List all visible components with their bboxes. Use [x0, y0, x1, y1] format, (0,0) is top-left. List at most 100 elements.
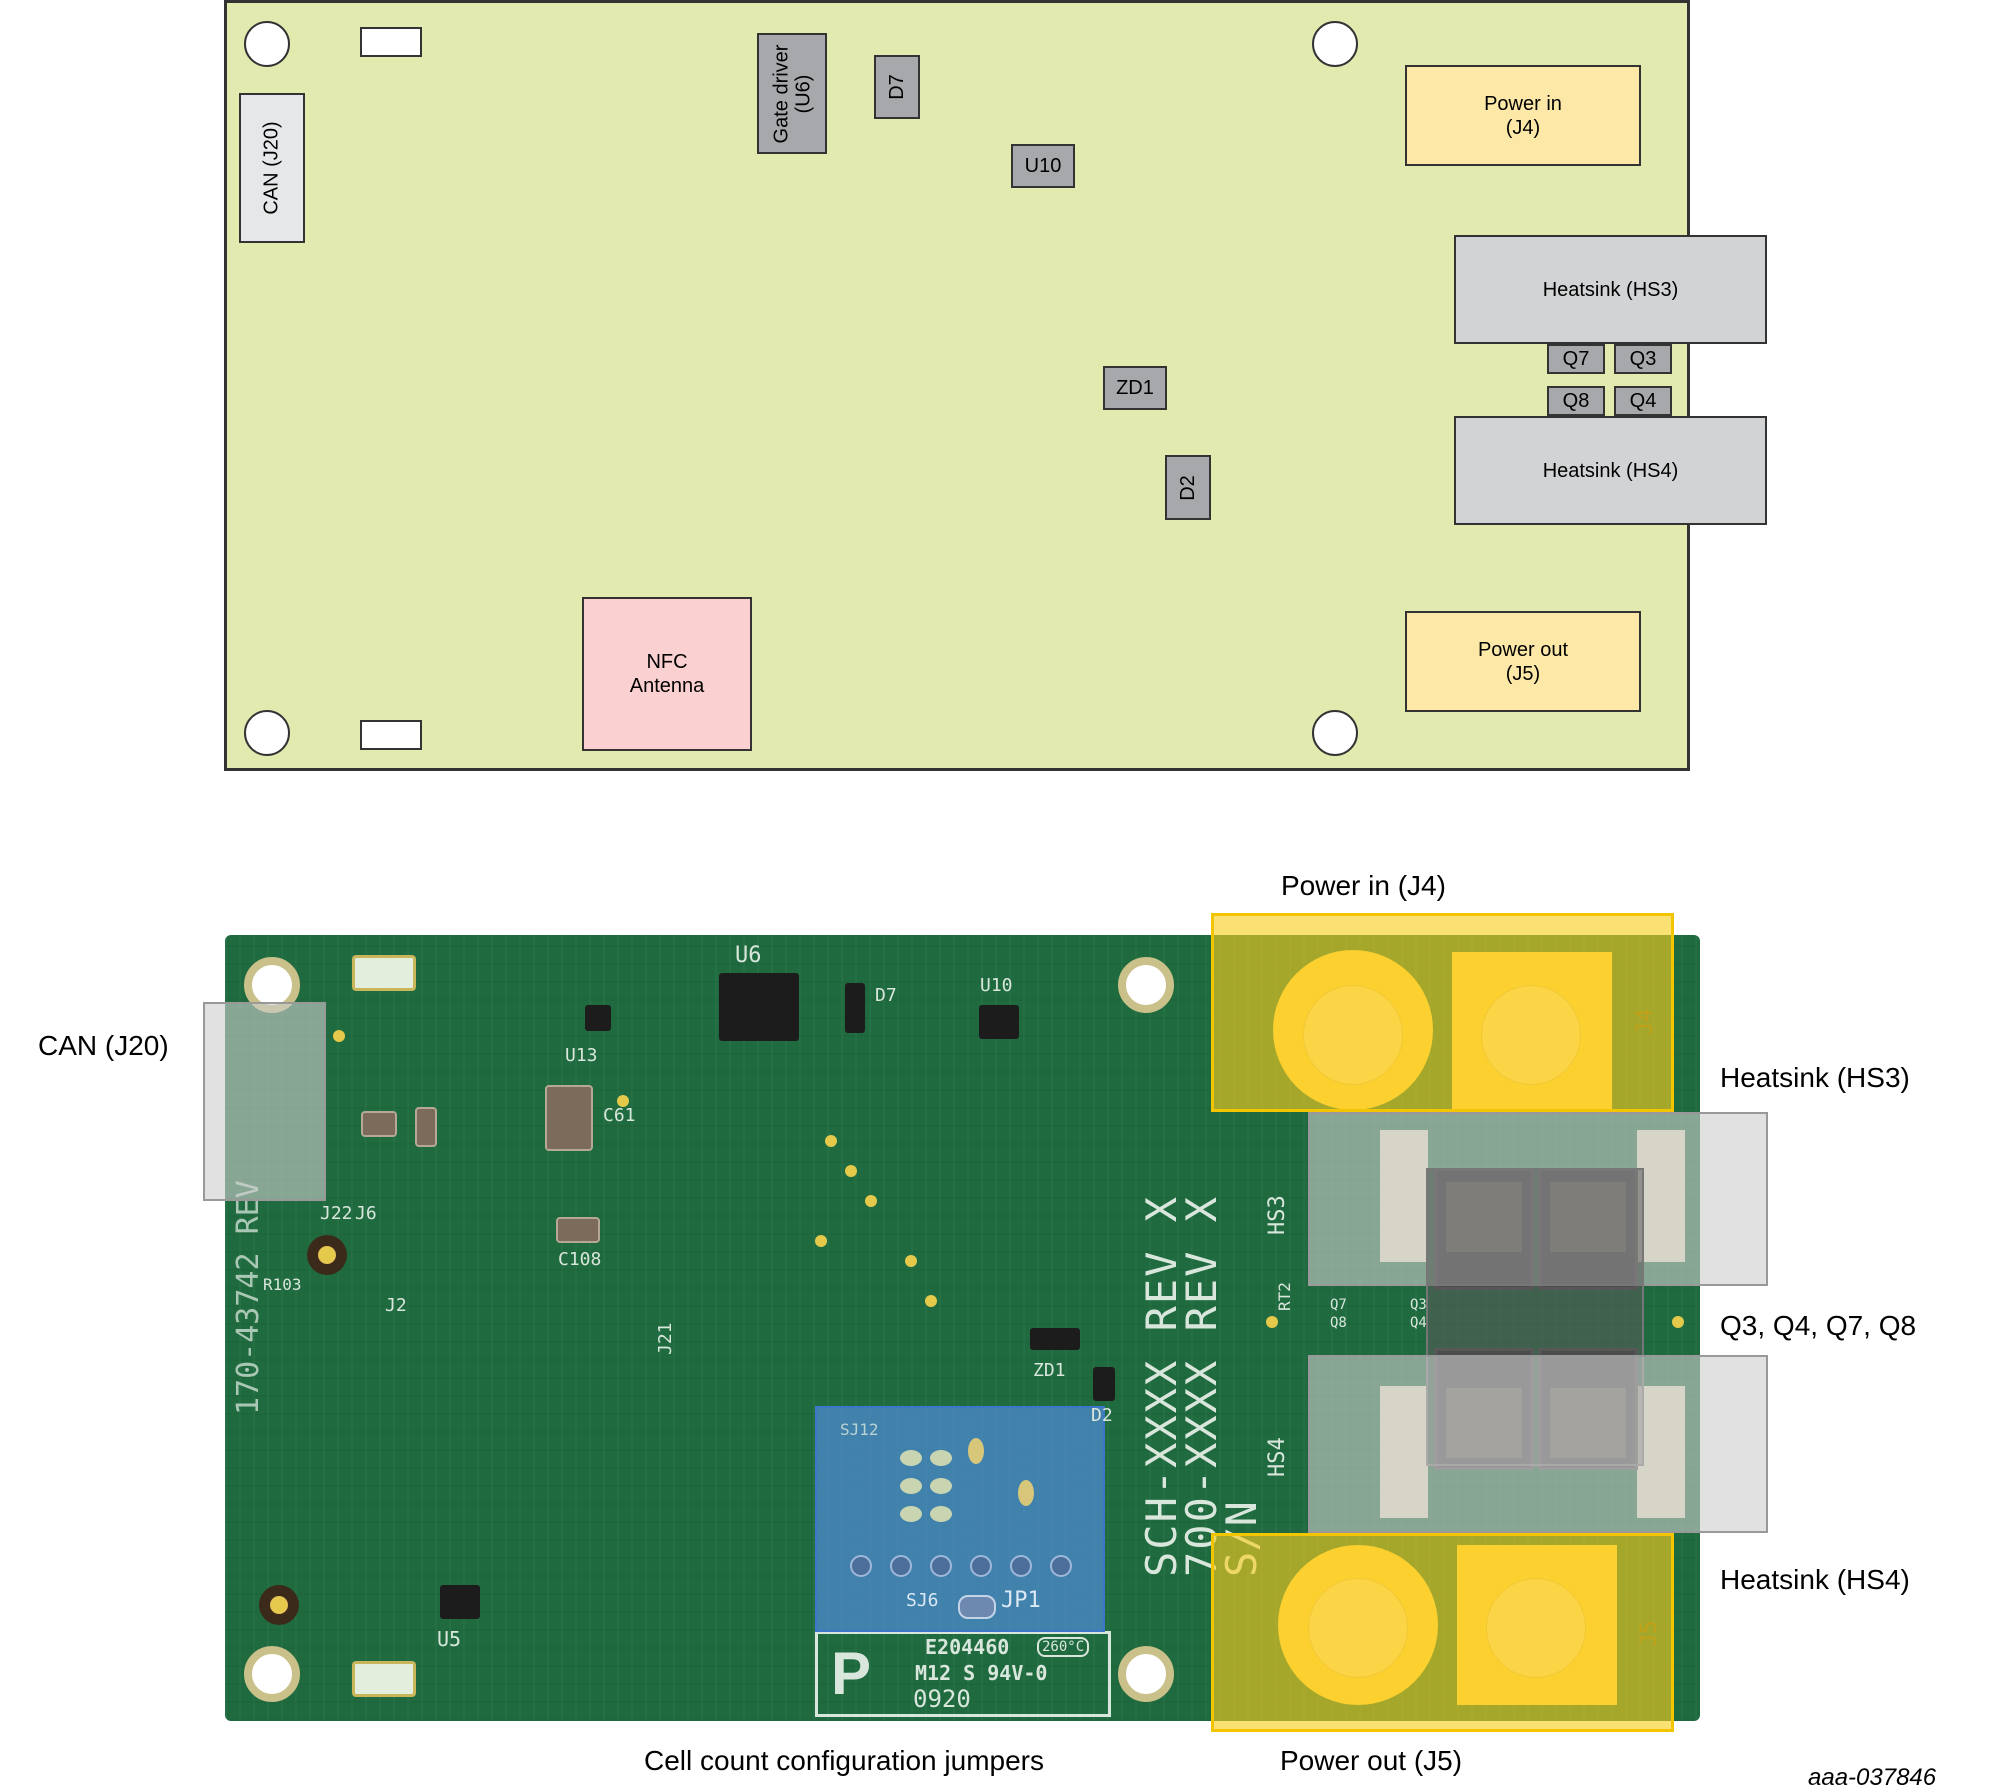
u10-block: U10 — [1011, 144, 1075, 188]
q8-label: Q8 — [1562, 390, 1590, 412]
pcb-mounting-hole — [1118, 1646, 1174, 1702]
q4-block: Q4 — [1614, 386, 1672, 416]
q3-block: Q3 — [1614, 344, 1672, 374]
d2-block: D2 — [1165, 455, 1211, 520]
silk-d7: D7 — [875, 985, 897, 1006]
via — [845, 1165, 857, 1177]
test-pad-center — [270, 1596, 288, 1614]
via — [865, 1195, 877, 1207]
silk-u10: U10 — [980, 975, 1013, 996]
u13-chip — [585, 1005, 611, 1031]
silk-c108: C108 — [558, 1249, 602, 1270]
mounting-hole — [1312, 710, 1358, 756]
jp1-pin — [930, 1555, 952, 1577]
silk-u5: U5 — [437, 1627, 462, 1651]
can-j20-highlight — [203, 1002, 326, 1201]
callout-cell-count-jumpers: Cell count configuration jumpers — [644, 1745, 1044, 1776]
via — [905, 1255, 917, 1267]
zd1-label: ZD1 — [1116, 377, 1154, 399]
jumper-pad — [900, 1478, 922, 1494]
silk-u6: U6 — [735, 943, 762, 968]
silk-rt2: RT2 — [1275, 1282, 1294, 1311]
ul-marking-block — [815, 1631, 1111, 1717]
silk-hs4: HS4 — [1265, 1437, 1290, 1477]
silk-j2: J2 — [385, 1295, 407, 1316]
via — [617, 1095, 629, 1107]
power-in-j4-highlight — [1211, 913, 1674, 1112]
silk-j6: J6 — [355, 1203, 377, 1224]
d7-block: D7 — [874, 55, 920, 119]
gate-driver-u6-label: Gate driver (U6) — [770, 44, 814, 143]
nfc-antenna-block: NFC Antenna — [582, 597, 752, 751]
silk-c61: C61 — [603, 1105, 636, 1126]
via — [333, 1030, 345, 1042]
heatsink-hs3-highlight — [1308, 1112, 1768, 1286]
silk-zd1: ZD1 — [1033, 1360, 1066, 1381]
d7-label: D7 — [885, 74, 908, 100]
power-out-j5-highlight — [1211, 1533, 1674, 1732]
silk-q8: Q8 — [1330, 1315, 1347, 1331]
callout-heatsink-hs3: Heatsink (HS3) — [1720, 1062, 1910, 1093]
c65-capacitor — [361, 1111, 397, 1137]
power-in-j4-label: Power in (J4) — [1484, 92, 1562, 139]
silk-d2: D2 — [1091, 1405, 1113, 1426]
via — [825, 1135, 837, 1147]
via — [925, 1295, 937, 1307]
silk-j22: J22 — [320, 1203, 353, 1224]
silk-r103: R103 — [263, 1275, 302, 1294]
power-in-j4-block: Power in (J4) — [1405, 65, 1641, 166]
jp1-pin — [1050, 1555, 1072, 1577]
heatsink-hs4-block: Heatsink (HS4) — [1454, 416, 1767, 525]
zd1-block: ZD1 — [1103, 366, 1167, 410]
jp1-pin — [970, 1555, 992, 1577]
jp1-pin — [890, 1555, 912, 1577]
heatsink-hs3-block: Heatsink (HS3) — [1454, 235, 1767, 344]
pcb-slot — [352, 955, 416, 991]
logo-p: P — [831, 1640, 872, 1707]
c108-capacitor — [556, 1217, 600, 1243]
pcb-mounting-hole — [1118, 957, 1174, 1013]
silk-q3: Q3 — [1410, 1297, 1427, 1313]
silk-q4: Q4 — [1410, 1315, 1427, 1331]
q4-label: Q4 — [1629, 390, 1657, 412]
heatsink-hs4-highlight — [1308, 1355, 1768, 1533]
power-out-j5-label: Power out (J5) — [1477, 638, 1569, 685]
c64-capacitor — [415, 1107, 437, 1147]
via — [1672, 1316, 1684, 1328]
heatsink-hs3-label: Heatsink (HS3) — [1542, 278, 1679, 301]
c61-capacitor — [545, 1085, 593, 1151]
nfc-antenna-label: NFC Antenna — [629, 651, 705, 697]
zd1-diode — [1030, 1328, 1080, 1350]
jumper-pad — [900, 1506, 922, 1522]
test-pad-center — [318, 1246, 336, 1264]
document-id: aaa-037846 — [1808, 1764, 1937, 1791]
heatsink-hs4-label: Heatsink (HS4) — [1542, 459, 1679, 482]
u10-chip — [979, 1005, 1019, 1039]
d2-label: D2 — [1176, 474, 1199, 501]
q7-label: Q7 — [1562, 348, 1590, 370]
sj6-pad — [958, 1595, 996, 1619]
q8-block: Q8 — [1547, 386, 1605, 416]
u10-label: U10 — [1024, 155, 1062, 177]
gate-driver-u6-block: Gate driver (U6) — [757, 33, 827, 154]
u6-chip — [719, 973, 799, 1041]
callout-mosfets: Q3, Q4, Q7, Q8 — [1720, 1310, 1917, 1341]
jumper-pad — [930, 1450, 952, 1466]
via — [1266, 1316, 1278, 1328]
silk-jp1: JP1 — [1001, 1588, 1041, 1613]
silk-hs3: HS3 — [1265, 1195, 1290, 1235]
mounting-hole — [1312, 21, 1358, 67]
callout-power-out-j5: Power out (J5) — [1280, 1745, 1463, 1776]
silk-ul-number: E204460 — [925, 1635, 1010, 1659]
d2-diode — [1093, 1367, 1115, 1401]
can-j20-block: CAN (J20) — [239, 93, 305, 243]
can-j20-label: CAN (J20) — [261, 121, 284, 215]
jp1-pin — [850, 1555, 872, 1577]
callout-power-in-j4: Power in (J4) — [1281, 870, 1446, 901]
q7-block: Q7 — [1547, 344, 1605, 374]
silk-date-code: 0920 — [913, 1685, 971, 1713]
jumper-pad — [968, 1438, 984, 1464]
power-out-j5-block: Power out (J5) — [1405, 611, 1641, 712]
jp1-pin — [1010, 1555, 1032, 1577]
silk-u13: U13 — [565, 1045, 598, 1066]
